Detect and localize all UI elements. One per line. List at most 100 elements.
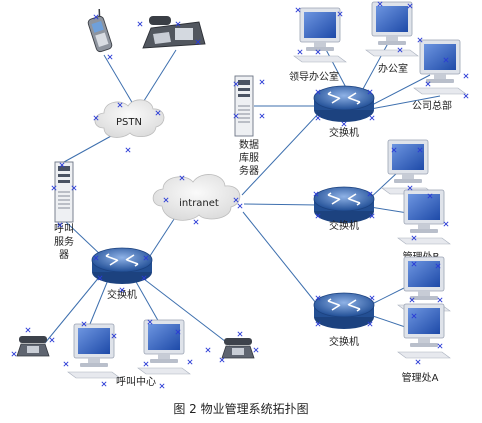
link-switch-phone-left	[44, 275, 101, 344]
link-intranet-switch-bottom	[242, 211, 321, 309]
selection-marker	[259, 113, 265, 119]
switch-callcenter-label: 交换机	[107, 288, 137, 301]
selection-marker	[159, 383, 165, 389]
selection-marker	[367, 191, 373, 197]
selection-marker	[57, 222, 63, 228]
selection-marker	[313, 191, 319, 197]
selection-marker	[397, 47, 403, 53]
selection-marker	[369, 213, 375, 219]
pstn-cloud: PSTN	[94, 99, 165, 138]
pc-hq-3	[413, 39, 467, 95]
selection-marker	[111, 333, 117, 339]
db-server-label-2: 库服	[239, 151, 259, 164]
call-center-label: 呼叫中心	[116, 375, 156, 388]
selection-marker	[443, 221, 449, 227]
selection-marker	[125, 147, 131, 153]
selection-marker	[297, 49, 303, 55]
leader-office-label: 领导办公室	[289, 70, 339, 83]
link-topswitch-pc3	[369, 74, 431, 107]
selection-marker	[93, 255, 99, 261]
database-server: 数据 库服 务器	[234, 75, 259, 177]
switch-branch-a: 交换机	[313, 292, 375, 348]
link-switch-intranet	[147, 212, 179, 260]
selection-marker	[137, 21, 143, 27]
link-intranet-switch-top	[241, 113, 319, 196]
selection-marker	[107, 54, 113, 60]
pc-callcenter-1	[67, 323, 121, 379]
selection-marker	[409, 297, 415, 303]
selection-marker	[411, 261, 417, 267]
selection-marker	[427, 193, 433, 199]
link-callserver-switch	[65, 221, 104, 258]
selection-marker	[253, 347, 259, 353]
selection-marker	[233, 113, 239, 119]
selection-marker	[463, 73, 469, 79]
selection-marker	[367, 89, 373, 95]
selection-marker	[143, 361, 149, 367]
selection-marker	[155, 110, 161, 116]
selection-marker	[233, 197, 239, 203]
call-server-label-2: 服务	[54, 235, 74, 248]
selection-marker	[63, 361, 69, 367]
switch-hq: 交换机	[313, 85, 375, 139]
selection-marker	[11, 351, 17, 357]
selection-marker	[377, 1, 383, 7]
selection-marker	[315, 115, 321, 121]
link-intranet-switch-mid	[243, 203, 319, 206]
switch-callcenter: 交换机	[91, 247, 153, 301]
selection-marker	[415, 359, 421, 365]
selection-marker	[93, 115, 99, 121]
pc-branch-a-2	[397, 303, 451, 359]
selection-marker	[25, 327, 31, 333]
selection-marker	[259, 79, 265, 85]
selection-marker	[237, 203, 243, 209]
selection-marker	[391, 147, 397, 153]
link-switch-pc2	[134, 279, 161, 325]
selection-marker	[233, 81, 239, 87]
selection-marker	[219, 357, 225, 363]
selection-marker	[295, 7, 301, 13]
link-phone-pstn	[141, 49, 177, 105]
selection-markers	[11, 1, 469, 389]
pc-branch-a-1	[397, 256, 451, 312]
selection-marker	[315, 89, 321, 95]
office-label: 办公室	[378, 62, 408, 75]
selection-marker	[417, 37, 423, 43]
pc-callcenter-2	[137, 319, 191, 375]
selection-marker	[193, 219, 199, 225]
pc-hq-2	[365, 1, 419, 57]
selection-marker	[141, 275, 147, 281]
pstn-label: PSTN	[116, 117, 142, 128]
selection-marker	[179, 175, 185, 181]
branch-b-computers: 管理处B	[381, 139, 451, 263]
switch-branch-a-label: 交换机	[329, 335, 359, 348]
selection-marker	[175, 21, 181, 27]
selection-marker	[437, 343, 443, 349]
db-server-label-1: 数据	[239, 138, 259, 151]
selection-marker	[315, 213, 321, 219]
switch-branch-b-label: 交换机	[329, 219, 359, 232]
link-botswitch-pc1	[369, 284, 411, 306]
selection-marker	[425, 81, 431, 87]
link-mobile-pstn	[103, 54, 134, 105]
deskphone-left	[16, 335, 50, 357]
selection-marker	[435, 263, 441, 269]
selection-marker	[147, 319, 153, 325]
link-switch-pc1	[89, 279, 109, 325]
selection-marker	[175, 329, 181, 335]
selection-marker	[437, 297, 443, 303]
call-server-label-3: 器	[59, 249, 69, 261]
intranet-label: intranet	[179, 198, 219, 209]
selection-marker	[51, 185, 57, 191]
selection-marker	[101, 381, 107, 387]
selection-marker	[407, 3, 413, 9]
selection-marker	[163, 197, 169, 203]
selection-marker	[417, 147, 423, 153]
selection-marker	[341, 121, 347, 127]
figure-caption: 图 2 物业管理系统拓扑图	[173, 401, 308, 416]
selection-marker	[337, 11, 343, 17]
selection-marker	[97, 275, 103, 281]
selection-marker	[49, 337, 55, 343]
